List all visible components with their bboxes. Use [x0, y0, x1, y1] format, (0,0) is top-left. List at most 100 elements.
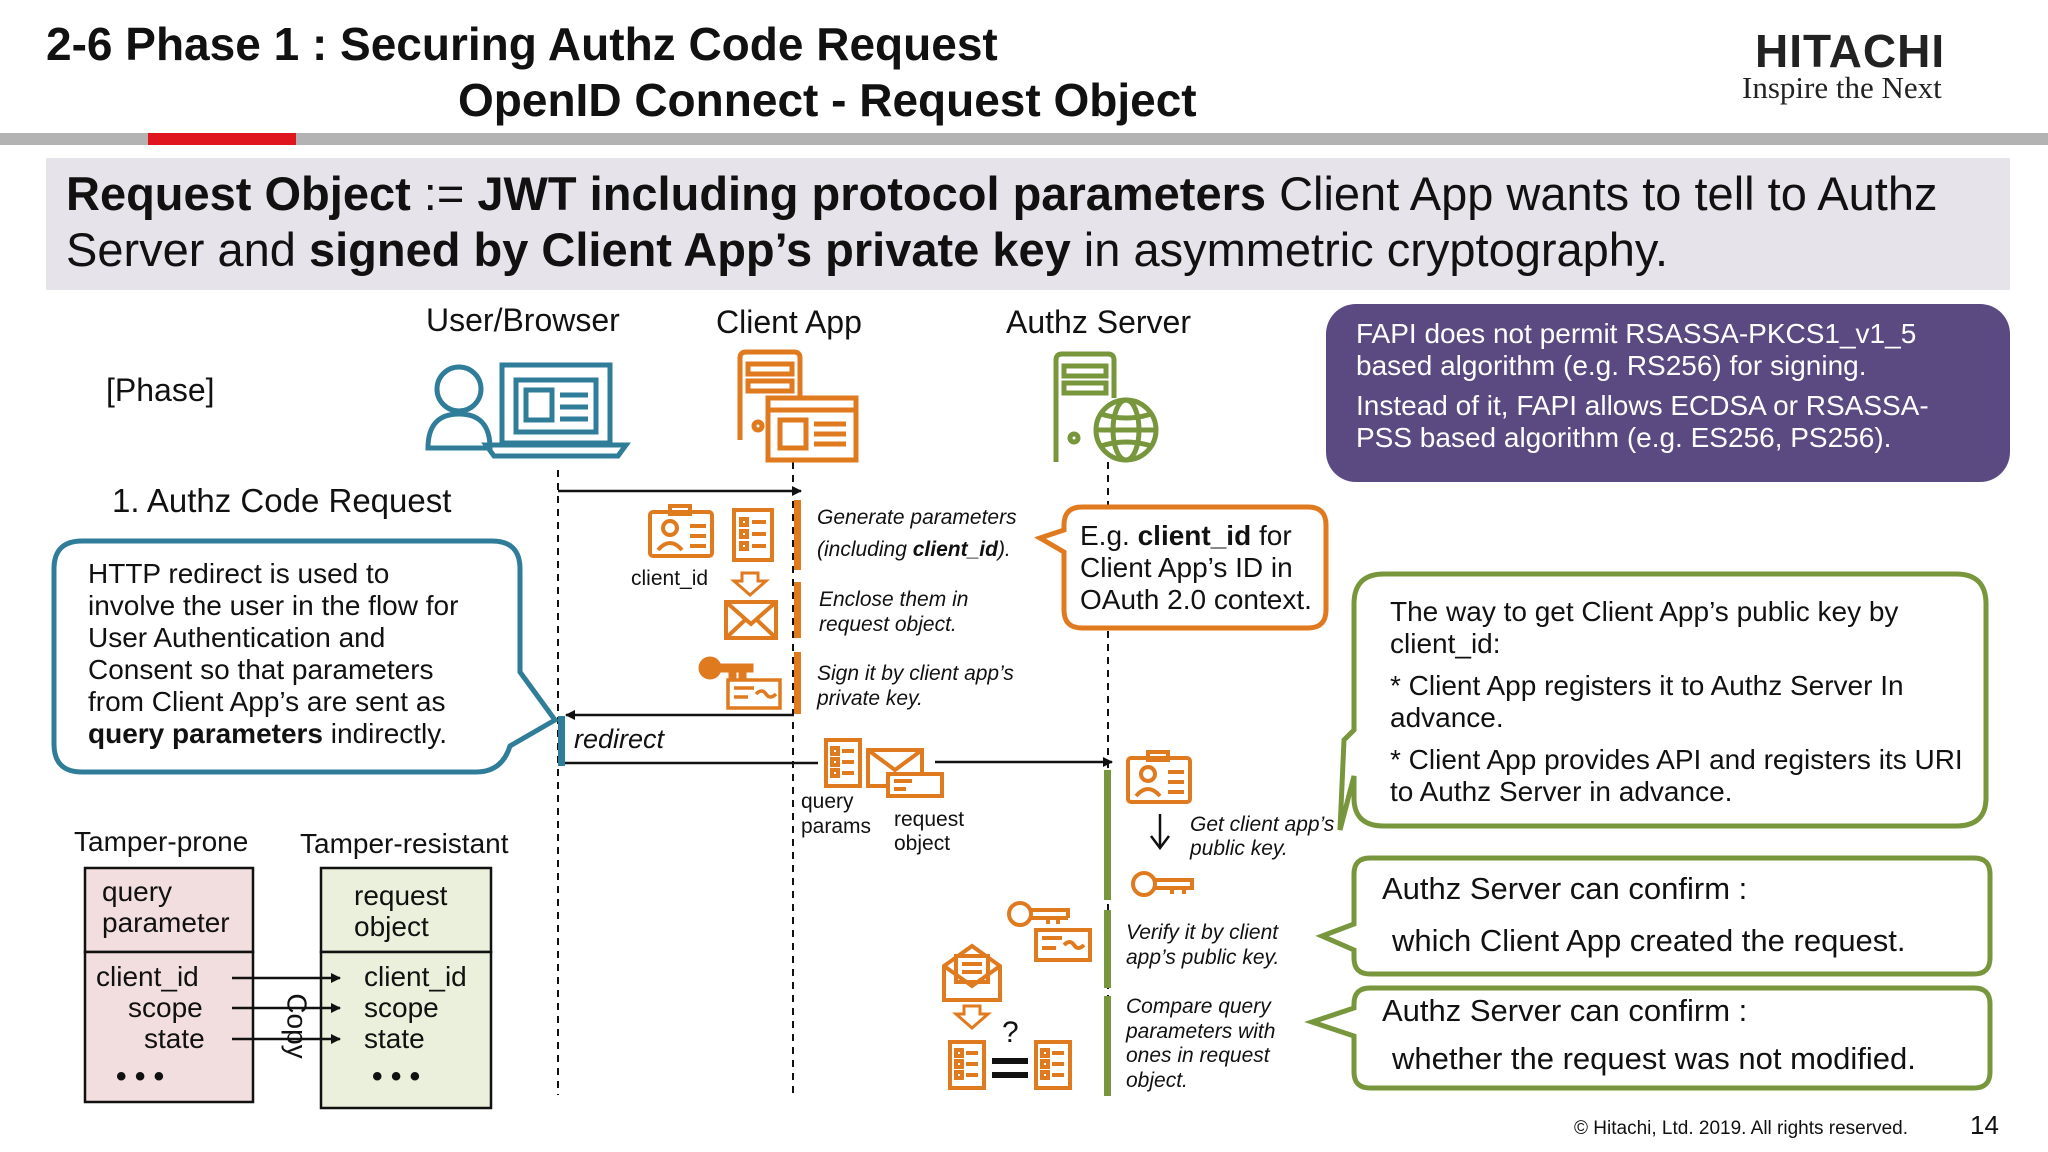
- logo-tagline: Inspire the Next: [1742, 70, 1942, 105]
- activation-generate: [794, 500, 801, 570]
- activation-user: [558, 716, 565, 766]
- prone-row-state: state: [144, 1023, 205, 1054]
- client-app-server-icon: [737, 349, 859, 463]
- tamper-prone-header-box: [83, 866, 255, 954]
- step-sign-2: private key.: [817, 687, 923, 710]
- page-number: 14: [1970, 1110, 1999, 1140]
- confirm-client-body: which Client App created the request.: [1392, 923, 1906, 958]
- activation-compare: [1104, 996, 1111, 1096]
- slide-title-line1: 2-6 Phase 1 : Securing Authz Code Reques…: [46, 18, 998, 70]
- compare-down-arrow: [952, 1004, 992, 1030]
- phase-label: [Phase]: [106, 372, 215, 408]
- client-id-callout-text: E.g. client_id for Client App’s ID in OA…: [1080, 520, 1312, 615]
- request-object-label-1: request: [894, 808, 965, 831]
- resist-more: • • •: [372, 1060, 421, 1093]
- step-compare-1: Compare query: [1126, 995, 1271, 1018]
- http-redirect-callout-shape: [51, 538, 559, 775]
- header-divider: [0, 133, 2048, 145]
- request-object-label-2: object: [894, 832, 951, 855]
- parameters-doc-icon: [732, 508, 774, 562]
- def-jwt: JWT including protocol parameters: [477, 167, 1267, 220]
- step-verify-2: app’s public key.: [1126, 946, 1280, 969]
- verify-key-icon: [1007, 901, 1070, 927]
- public-key-way-text: The way to get Client App’s public key b…: [1390, 596, 1963, 807]
- resist-row-client-id: client_id: [364, 961, 467, 992]
- resist-header: request object: [354, 880, 448, 942]
- compare-doc-left-icon: [948, 1040, 986, 1090]
- verify-certificate-icon: [1034, 928, 1092, 962]
- http-redirect-callout-text: HTTP redirect is used to involve the use…: [88, 558, 459, 749]
- query-params-label-1: query: [801, 790, 854, 813]
- step-get-key-1: Get client app’s: [1190, 813, 1335, 836]
- query-params-label-2: params: [801, 815, 872, 838]
- activation-verify: [1104, 910, 1111, 988]
- server-id-card-icon: [1126, 750, 1192, 804]
- confirm-client-callout-shape: [1315, 855, 1993, 977]
- request-object-envelope-icon: [866, 748, 944, 798]
- prone-row-client-id: client_id: [96, 961, 199, 992]
- def-signed: signed by Client App’s private key: [308, 223, 1071, 276]
- step-enclose-2: request object.: [819, 613, 957, 636]
- public-key-icon: [1131, 871, 1194, 897]
- tamper-resistant-body-box: [319, 950, 493, 1110]
- slide-title-line2: OpenID Connect - Request Object: [458, 74, 1197, 126]
- fapi-note: FAPI does not permit RSASSA-PKCS1_v1_5 b…: [1326, 304, 2010, 482]
- copy-label: Copy: [281, 993, 313, 1059]
- lane-client-app: Client App: [716, 304, 862, 340]
- step-compare-2: parameters with: [1126, 1020, 1276, 1043]
- prone-more: • • •: [116, 1060, 165, 1093]
- step-get-key-2: public key.: [1190, 837, 1288, 860]
- step-verify-1: Verify it by client: [1126, 921, 1279, 944]
- tamper-prone-body-box: [83, 950, 255, 1104]
- tamper-resistant-title: Tamper-resistant: [300, 828, 509, 859]
- activation-enclose: [794, 582, 801, 638]
- definition-text: Request Object := JWT including protocol…: [66, 167, 1938, 276]
- step-sign-1: Sign it by client app’s: [817, 662, 1014, 685]
- tamper-resistant-header-box: [319, 866, 493, 954]
- confirm-unmodified-callout-shape: [1304, 985, 1993, 1091]
- step-enclose-1: Enclose them in: [819, 588, 969, 611]
- def-term: Request Object: [66, 167, 411, 220]
- user-browser-icon: [425, 362, 631, 459]
- step-generate-2: (including client_id).: [817, 538, 1011, 561]
- open-envelope-icon: [942, 943, 1002, 1002]
- copyright: © Hitachi, Ltd. 2019. All rights reserve…: [1574, 1118, 1908, 1139]
- fapi-note-line2: Instead of it, FAPI allows ECDSA or RSAS…: [1356, 390, 1929, 453]
- step-compare-4: object.: [1126, 1069, 1188, 1092]
- equals-icon: [992, 1058, 1028, 1078]
- header-accent: [148, 133, 296, 145]
- private-key-icon: [698, 656, 754, 680]
- client-id-callout-shape: [1033, 504, 1329, 631]
- query-params-doc-icon: [824, 738, 862, 788]
- lane-user-browser: User/Browser: [426, 302, 620, 338]
- tamper-prone-title: Tamper-prone: [74, 826, 249, 857]
- question-mark: ?: [1002, 1016, 1019, 1049]
- enclose-down-arrow: [730, 571, 770, 597]
- compare-doc-right-icon: [1034, 1040, 1072, 1090]
- get-key-down-arrow: [1150, 814, 1170, 851]
- resist-row-scope: scope: [364, 992, 439, 1023]
- signed-certificate-icon: [726, 678, 782, 710]
- authz-server-icon: [1053, 351, 1159, 463]
- definition-box: Request Object := JWT including protocol…: [46, 158, 2010, 290]
- hitachi-logo: HITACHI: [1755, 25, 1946, 77]
- confirm-unmodified-title: Authz Server can confirm :: [1382, 993, 1748, 1028]
- prone-row-scope: scope: [128, 992, 203, 1023]
- fapi-note-line1: FAPI does not permit RSASSA-PKCS1_v1_5 b…: [1356, 318, 1917, 381]
- envelope-icon: [724, 600, 778, 640]
- resist-row-state: state: [364, 1023, 425, 1054]
- lane-authz-server: Authz Server: [1006, 304, 1191, 340]
- redirect-label: redirect: [574, 724, 665, 754]
- confirm-client-title: Authz Server can confirm :: [1382, 871, 1748, 906]
- step-generate-1: Generate parameters: [817, 506, 1017, 529]
- prone-header: query parameter: [102, 876, 230, 938]
- client-id-label: client_id: [631, 567, 709, 590]
- phase-step: 1. Authz Code Request: [112, 482, 452, 519]
- id-card-icon: [648, 504, 714, 558]
- public-key-way-callout-shape: [1337, 571, 1989, 831]
- confirm-unmodified-body: whether the request was not modified.: [1392, 1041, 1916, 1076]
- activation-sign: [794, 652, 801, 714]
- activation-get: [1104, 770, 1111, 900]
- step-compare-3: ones in request: [1126, 1044, 1270, 1067]
